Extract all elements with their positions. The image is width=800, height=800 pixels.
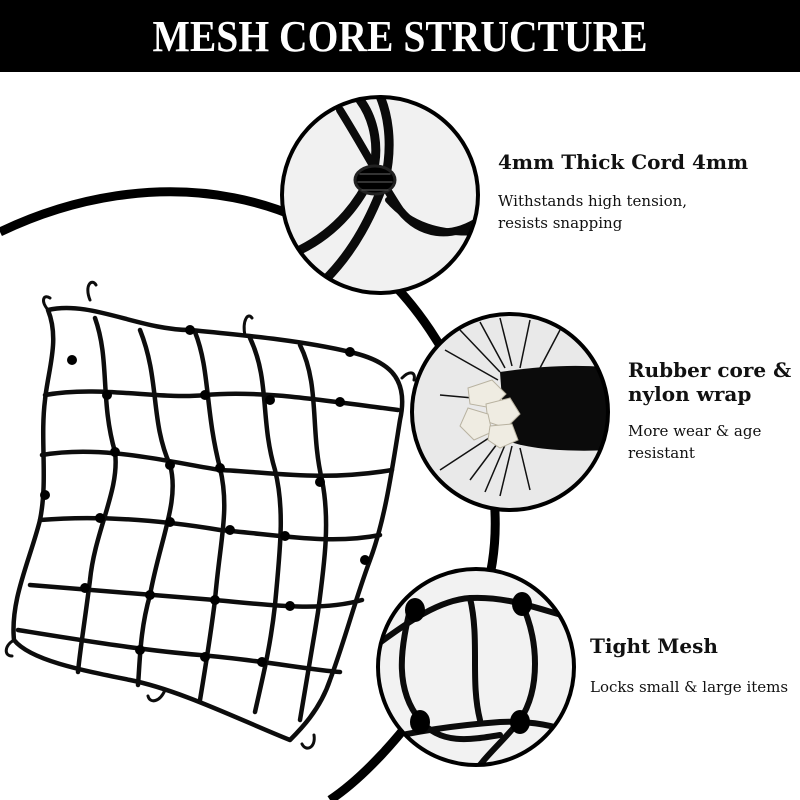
feature-desc-cord: Withstands high tension, resists snappin… bbox=[498, 192, 688, 232]
header-banner: MESH CORE STRUCTURE bbox=[0, 0, 800, 72]
page-title: MESH CORE STRUCTURE bbox=[152, 11, 648, 61]
detail-circle-core bbox=[410, 312, 610, 512]
feature-title-core: Rubber core & nylon wrap bbox=[628, 358, 792, 406]
net-knots bbox=[40, 325, 370, 667]
feature-title-cord: 4mm Thick Cord 4mm bbox=[498, 150, 749, 174]
feature-desc-mesh: Locks small & large items bbox=[590, 678, 789, 696]
detail-circle-cord bbox=[280, 95, 480, 295]
detail-circle-mesh bbox=[376, 567, 576, 767]
feature-title-mesh: Tight Mesh bbox=[590, 634, 718, 658]
feature-desc-core: More wear & age resistant bbox=[628, 422, 762, 462]
